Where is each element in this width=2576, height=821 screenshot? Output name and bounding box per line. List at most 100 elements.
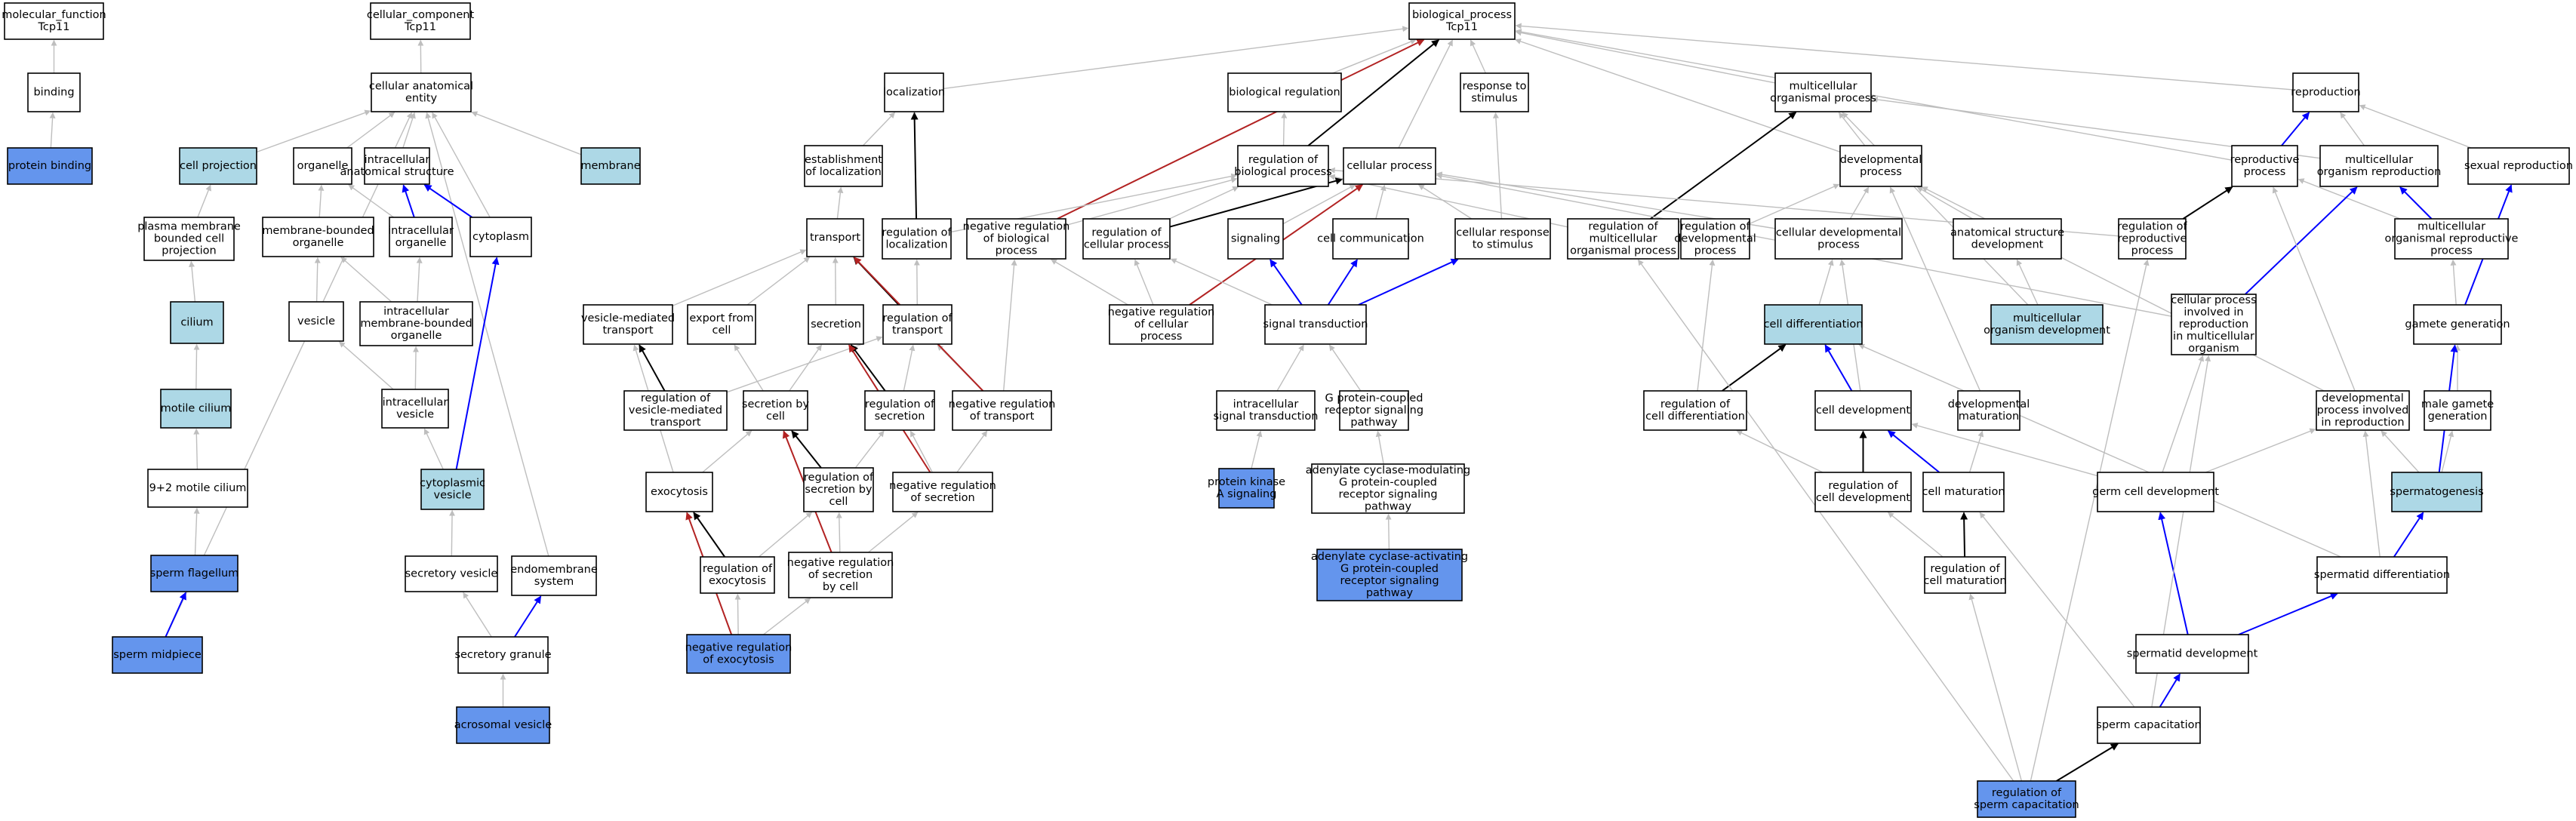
node-box xyxy=(293,147,352,185)
edge-intra-signal-to-signal-trans xyxy=(1276,344,1304,392)
node-label: receptor signaling xyxy=(1340,575,1439,587)
edge-cell-development-to-cell-diff xyxy=(1824,344,1853,392)
node-box xyxy=(1924,556,2006,594)
node-box xyxy=(2097,472,2214,512)
edge-sperm-midpiece-to-cae xyxy=(165,112,413,638)
node-organelle: organelle xyxy=(293,147,352,185)
node-label: regulation of xyxy=(1680,221,1750,233)
node-box xyxy=(686,634,791,674)
node-label: developmental xyxy=(1674,233,1756,245)
node-label: developmental xyxy=(2322,392,2404,404)
node-label: Tcp11 xyxy=(1445,21,1478,33)
node-box xyxy=(803,467,874,512)
node-box xyxy=(808,304,864,345)
node-box xyxy=(2391,472,2482,512)
node-box xyxy=(1227,218,1284,260)
edge-reg-cell-diff-to-reg-dev xyxy=(1697,259,1716,392)
node-sexual-repro: sexual reproduction xyxy=(2464,147,2573,185)
node-box xyxy=(27,72,81,112)
node-label: pathway xyxy=(1366,587,1414,599)
node-cell-comm: cell communication xyxy=(1317,218,1424,260)
node-label: generation xyxy=(2428,410,2488,423)
node-box xyxy=(743,390,808,431)
node-box xyxy=(1082,218,1171,260)
edge-spermatogenesis-to-male-gamete xyxy=(2441,430,2454,473)
edge-reg-cell-proc-to-cellular-process xyxy=(1169,177,1343,228)
node-label: localization xyxy=(883,87,945,99)
node-label: G protein-coupled xyxy=(1339,477,1437,489)
edge-sperm-cap-to-cell-maturation xyxy=(1979,512,2135,708)
node-germ-cell-dev: germ cell development xyxy=(2092,472,2219,512)
node-label: of secretion xyxy=(910,492,974,504)
node-box xyxy=(1922,472,2005,512)
node-box xyxy=(469,217,532,257)
node-label: of exocytosis xyxy=(703,654,774,666)
edge-neg-reg-sec-to-reg-secretion xyxy=(909,430,933,473)
node-box xyxy=(882,218,952,260)
node-label: vesicle xyxy=(433,490,471,502)
edge-reg-bio-to-bp xyxy=(1307,39,1439,146)
node-label: organism xyxy=(2188,343,2239,355)
edge-neg-reg-cell-to-neg-reg-bio xyxy=(1050,259,1128,306)
edge-secretion-cell-to-secretion xyxy=(789,344,822,392)
node-box xyxy=(420,469,485,510)
node-label: vesicle xyxy=(297,315,335,327)
node-label: process xyxy=(1694,245,1737,257)
node-label: multicellular xyxy=(2013,312,2081,324)
node-gamete-gen: gamete generation xyxy=(2405,304,2510,345)
edge-germ-cell-dev-to-cell-proc-repro xyxy=(2162,355,2205,473)
node-label: involved in xyxy=(2184,306,2243,318)
node-box xyxy=(2413,304,2502,345)
edge-germ-cell-dev-to-cell-development xyxy=(1911,423,2098,477)
node-label: pathway xyxy=(1350,417,1398,429)
edge-neg-reg-sec-cell-to-neg-reg-sec xyxy=(868,512,919,553)
node-label: developmental xyxy=(1840,154,1922,166)
node-label: organismal process xyxy=(1770,93,1876,105)
node-exocytosis: exocytosis xyxy=(645,472,713,512)
node-signal-trans: signal transduction xyxy=(1263,304,1368,345)
node-box xyxy=(147,469,248,508)
edge-reg-sec-cell-to-reg-secretion xyxy=(854,430,885,469)
node-label: transport xyxy=(892,324,943,337)
node-box xyxy=(1109,304,1214,345)
node-box xyxy=(179,147,257,185)
edge-signal-trans-to-cell-comm xyxy=(1327,259,1358,306)
edge-gpcr-to-signal-trans xyxy=(1328,344,1362,392)
edge-reg-repro-to-repro-proc xyxy=(2182,186,2233,220)
edge-cell-projection-to-cae xyxy=(256,109,371,153)
edge-cell-proc-repro-to-multi-org-repro xyxy=(2245,186,2358,295)
node-box xyxy=(1953,218,2062,260)
node-label: negative regulation xyxy=(685,642,792,654)
edge-spermatid-dev-to-spermatid-diff xyxy=(2238,592,2338,635)
node-membrane: membrane xyxy=(580,147,641,185)
edge-sperm-cap-to-spermatid-dev xyxy=(2159,673,2181,708)
edge-cilium-to-pmbcp xyxy=(189,260,196,303)
node-box xyxy=(1316,549,1463,601)
node-label: stimulus xyxy=(1471,93,1517,105)
node-label: cellular response xyxy=(1456,227,1550,239)
node-c92: 9+2 motile cilium xyxy=(147,469,248,508)
node-label: projection xyxy=(162,245,216,257)
node-box xyxy=(2424,390,2491,431)
node-label: organelle xyxy=(297,160,349,172)
edge-multi-org-dev-to-multi-proc xyxy=(1842,112,2029,306)
node-label: export from xyxy=(689,312,753,324)
edge-cytoplasm-to-ias xyxy=(423,184,473,218)
